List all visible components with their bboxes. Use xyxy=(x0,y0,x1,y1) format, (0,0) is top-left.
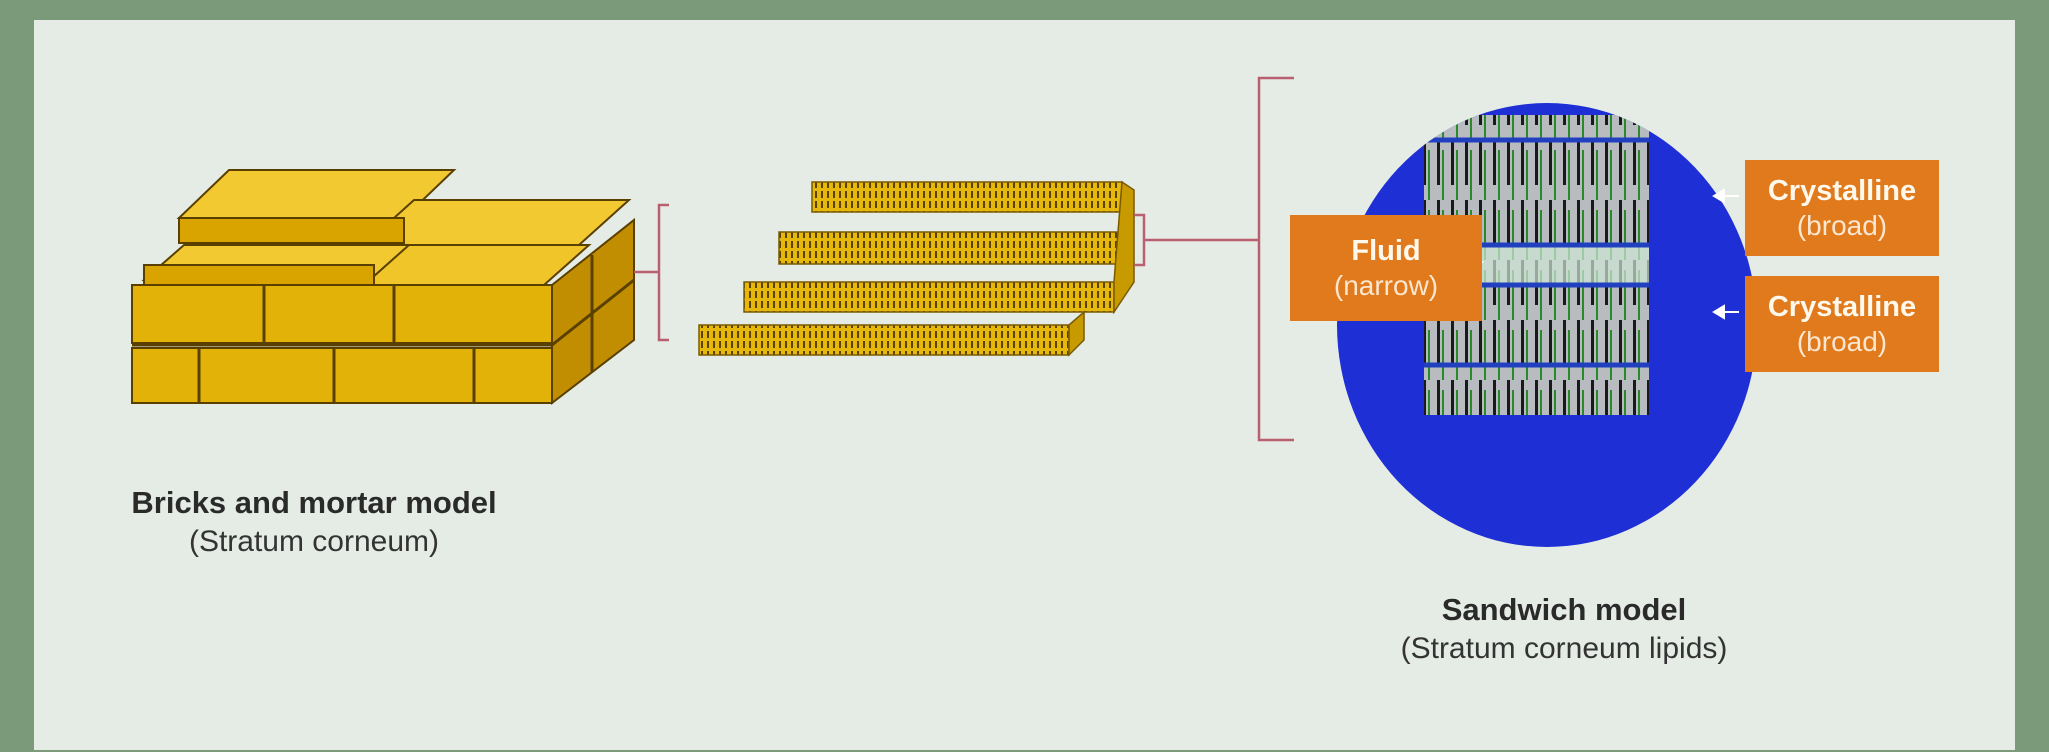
lipid-lamellae-illustration xyxy=(698,180,1135,357)
crystalline-top-label: Crystalline (broad) xyxy=(1745,160,1939,256)
connector-bracket-right xyxy=(1134,76,1294,442)
crystalline-bottom-label-title: Crystalline xyxy=(1767,290,1917,323)
fluid-label: Fluid (narrow) xyxy=(1290,215,1482,321)
bricks-and-mortar-caption: Bricks and mortar model (Stratum corneum… xyxy=(94,485,534,559)
diagram-panel: Fluid (narrow) Crystalline (broad) Cryst… xyxy=(34,20,2015,750)
crystalline-top-label-subtitle: (broad) xyxy=(1796,209,1888,241)
brick-row-1 xyxy=(131,284,553,344)
bricks-and-mortar-title: Bricks and mortar model xyxy=(131,485,497,520)
sandwich-model-title: Sandwich model xyxy=(1441,592,1687,627)
sandwich-model-caption: Sandwich model (Stratum corneum lipids) xyxy=(1354,592,1774,666)
diagram-canvas xyxy=(131,76,1757,547)
brick-row-2 xyxy=(131,347,553,404)
fluid-label-subtitle: (narrow) xyxy=(1333,269,1439,301)
crystalline-top-label-title: Crystalline xyxy=(1767,174,1917,207)
sandwich-model-circle xyxy=(1337,103,1757,547)
bricks-and-mortar-illustration xyxy=(131,169,635,406)
fluid-label-title: Fluid xyxy=(1351,234,1421,267)
connector-bracket-left xyxy=(634,203,669,342)
bricks-and-mortar-subtitle: (Stratum corneum) xyxy=(188,525,440,558)
crystalline-bottom-label-subtitle: (broad) xyxy=(1796,325,1888,357)
crystalline-bottom-label: Crystalline (broad) xyxy=(1745,276,1939,372)
sandwich-model-subtitle: (Stratum corneum lipids) xyxy=(1400,632,1728,665)
